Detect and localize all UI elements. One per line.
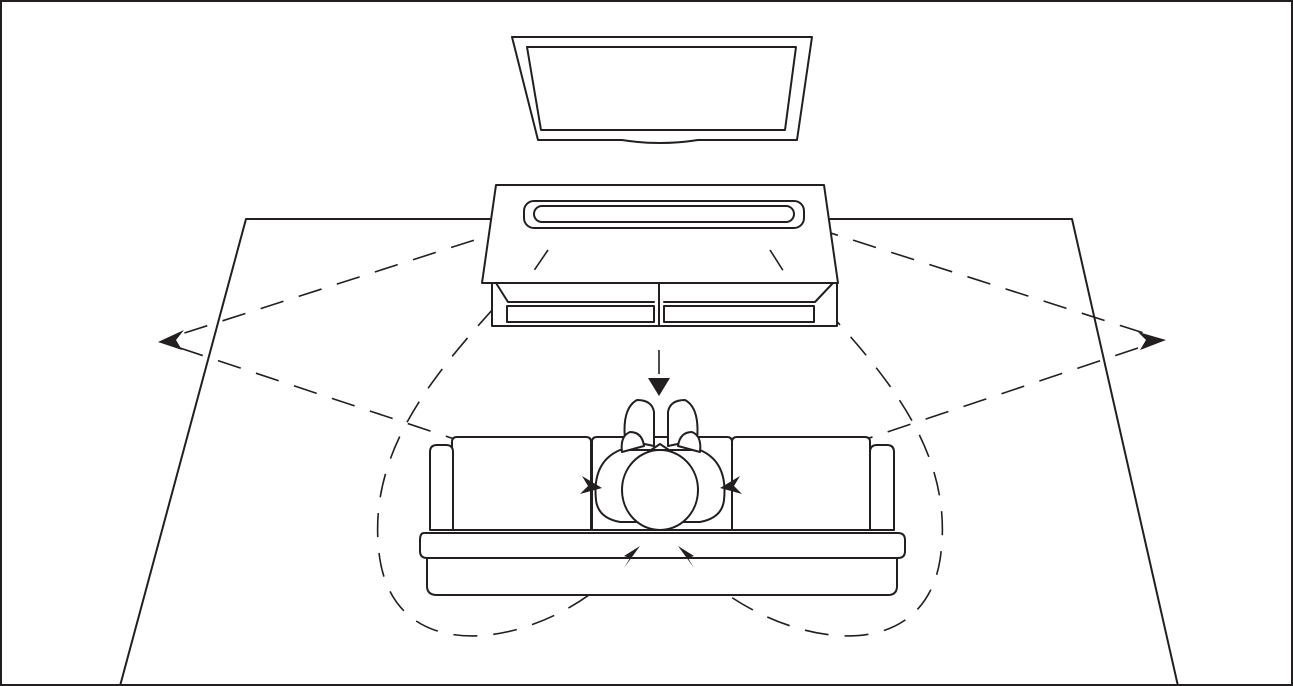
soundbar-icon xyxy=(523,200,805,273)
arrowhead-loop-right xyxy=(678,546,694,568)
right-reflection-return xyxy=(737,347,1139,483)
arrowhead-right-wall xyxy=(1138,332,1166,350)
person-topdown-icon xyxy=(594,399,726,531)
arrowhead-listener-left xyxy=(580,476,602,494)
arrowhead-front xyxy=(648,378,670,396)
left-surround-loop xyxy=(376,247,626,637)
left-reflection-out xyxy=(171,227,513,338)
sound-arrowheads xyxy=(158,330,1166,568)
arrowhead-listener-right xyxy=(720,476,742,494)
sound-paths xyxy=(171,227,1151,637)
left-reflection-return xyxy=(179,347,585,483)
arrowhead-loop-left xyxy=(624,546,640,568)
right-surround-loop xyxy=(689,247,944,637)
tv-icon xyxy=(511,36,813,144)
right-reflection-out xyxy=(814,227,1151,336)
arrowhead-left-wall xyxy=(158,330,184,350)
